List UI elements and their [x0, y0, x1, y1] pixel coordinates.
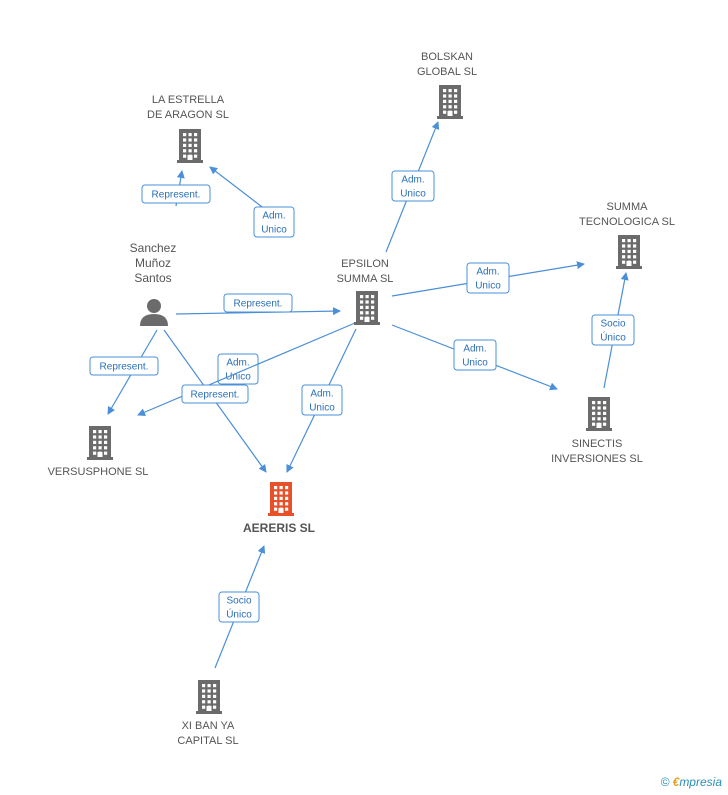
copyright-symbol: © [660, 775, 670, 789]
edge-label-text: Unico [225, 372, 251, 383]
building-icon[interactable] [177, 129, 203, 163]
node-label-line: CAPITAL SL [177, 735, 238, 747]
person-icon[interactable] [140, 299, 168, 326]
edge-label-text: Represent. [191, 390, 240, 401]
edge-label-text: Unico [309, 403, 335, 414]
building-icon[interactable] [87, 426, 113, 460]
edge-e2: Adm. Unico [209, 166, 295, 238]
edge-e11: Adm. Unico [391, 324, 558, 391]
node-label-line: SUMMA [607, 201, 649, 213]
node-label-versusphone[interactable]: VERSUSPHONE SL [48, 466, 149, 478]
node-label-line: Muñoz [135, 256, 171, 270]
edge-label-text: Represent. [234, 299, 283, 310]
node-label-summa_tec[interactable]: SUMMA TECNOLOGICA SL [579, 201, 675, 228]
edge-e10: Adm. Unico [286, 328, 357, 473]
building-icon[interactable] [437, 85, 463, 119]
edge-e4: Represent. [175, 293, 341, 316]
node-label-aereris[interactable]: AERERIS SL [243, 521, 315, 535]
node-label-line: EPSILON [341, 258, 389, 270]
edge-label-box [301, 384, 343, 416]
node-label-line: VERSUSPHONE SL [48, 466, 149, 478]
edge-label-box [466, 262, 510, 294]
edge-label-text: Unico [462, 358, 488, 369]
edge-e5: Adm. Unico [391, 261, 585, 297]
node-label-line: AERERIS SL [243, 521, 315, 535]
node-label-line: LA ESTRELLA [152, 94, 225, 106]
edge-label-box [223, 293, 293, 313]
edge-e7: Represent. [89, 329, 159, 415]
node-label-line: SINECTIS [572, 438, 623, 450]
edge-label-text: Socio [600, 319, 625, 330]
node-label-estrella[interactable]: LA ESTRELLA DE ARAGON SL [147, 94, 229, 121]
node-label-line: GLOBAL SL [417, 66, 477, 78]
edge-label-box [181, 384, 249, 404]
edge-label-box [253, 206, 295, 238]
node-label-line: Santos [134, 271, 171, 285]
brand-name: mpresia [679, 775, 722, 789]
building-icon[interactable] [616, 235, 642, 269]
edge-label-text: Unico [475, 281, 501, 292]
node-label-line: INVERSIONES SL [551, 453, 643, 465]
building-icon[interactable] [354, 291, 380, 325]
edge-label-text: Adm. [226, 358, 249, 369]
edge-label-text: Único [600, 331, 626, 344]
edge-label-box [89, 356, 159, 376]
node-label-line: DE ARAGON SL [147, 109, 229, 121]
edge-label-box [591, 314, 635, 346]
node-label-line: XI BAN YA [182, 720, 235, 732]
building-icon[interactable] [586, 397, 612, 431]
edge-label-text: Adm. [262, 211, 285, 222]
edge-label-box [218, 591, 260, 623]
edge-line [137, 322, 356, 416]
edge-label-text: Unico [400, 189, 426, 200]
node-label-sinectis[interactable]: SINECTIS INVERSIONES SL [551, 438, 643, 465]
edge-label-text: Único [226, 608, 252, 621]
edge-e1: Represent. [141, 170, 211, 207]
building-icon[interactable] [196, 680, 222, 714]
brand-logo: ©€mpresia [661, 775, 722, 789]
edge-label-text: Adm. [476, 267, 499, 278]
node-label-xiban[interactable]: XI BAN YA CAPITAL SL [177, 720, 238, 747]
node-label-bolskan[interactable]: BOLSKAN GLOBAL SL [417, 51, 477, 78]
edge-label-box [391, 170, 435, 202]
edge-label-text: Represent. [152, 190, 201, 201]
brand-first-letter: € [672, 775, 680, 789]
node-label-line: BOLSKAN [421, 51, 473, 63]
node-label-epsilon[interactable]: EPSILON SUMMA SL [337, 258, 394, 285]
edge-label-box [453, 339, 497, 371]
node-label-line: Sanchez [130, 241, 177, 255]
edge-label-text: Adm. [463, 344, 486, 355]
focus-building-icon[interactable] [268, 482, 294, 516]
edge-label-text: Unico [261, 225, 287, 236]
edge-e3: Adm. Unico [385, 121, 440, 253]
edge-e9: Represent. [137, 322, 356, 416]
edge-label-text: Adm. [310, 389, 333, 400]
node-label-line: SUMMA SL [337, 273, 394, 285]
edge-label-box [141, 184, 211, 204]
node-label-line: TECNOLOGICA SL [579, 216, 675, 228]
edge-label-text: Socio [226, 596, 251, 607]
edge-label-text: Represent. [100, 362, 149, 373]
edge-label-text: Adm. [401, 175, 424, 186]
